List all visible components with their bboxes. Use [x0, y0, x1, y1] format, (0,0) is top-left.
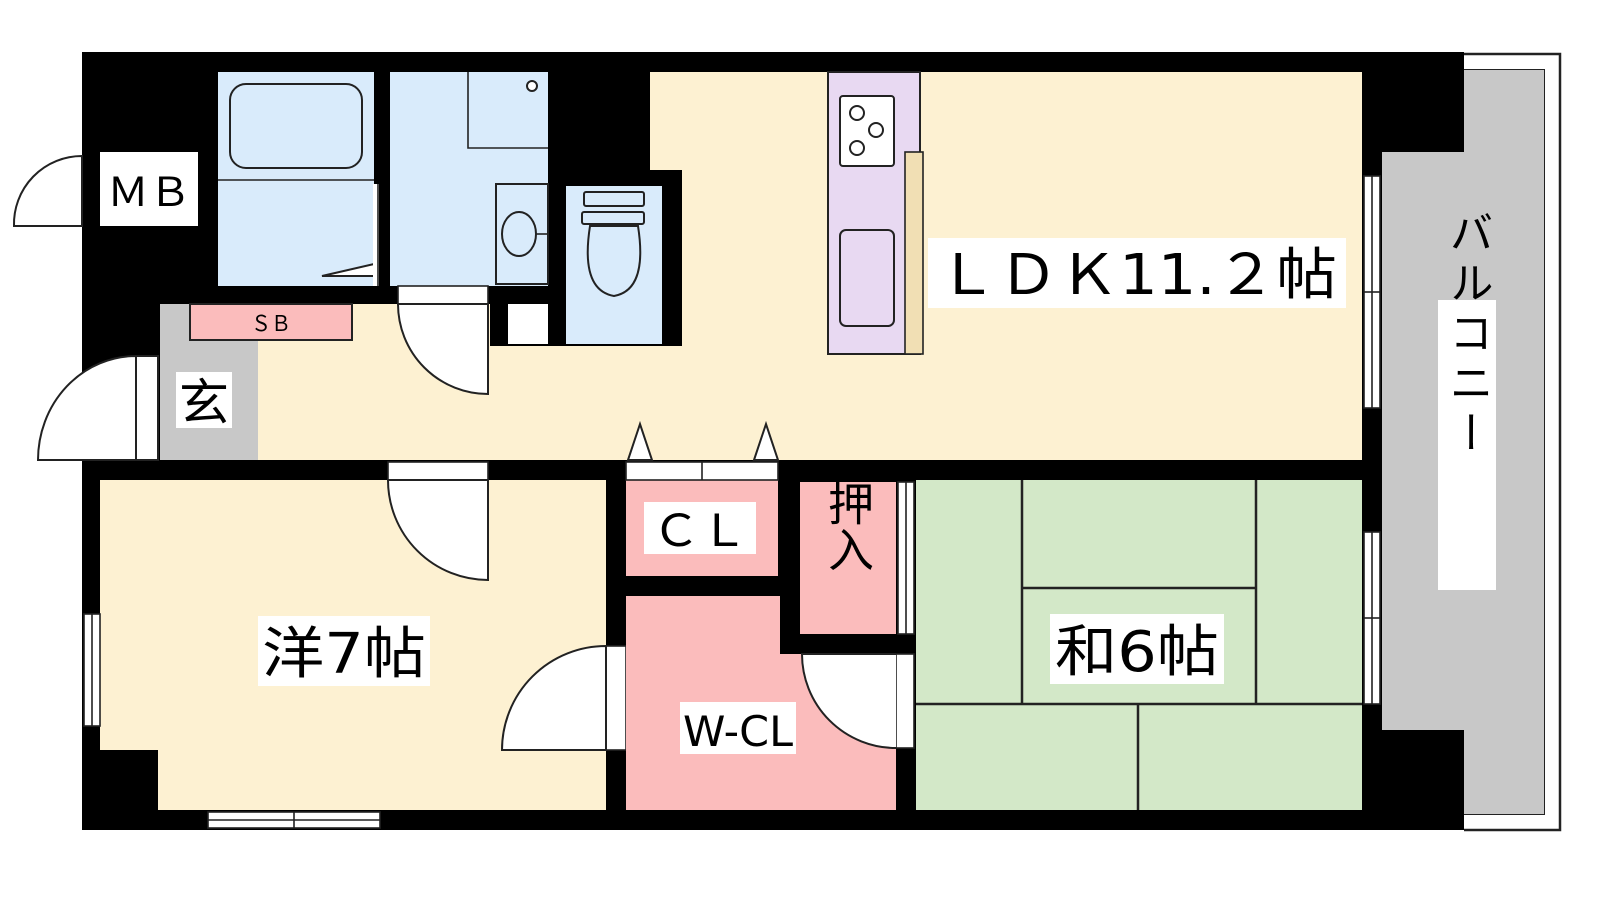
meter-box: ＭＢ [12, 152, 198, 227]
wcl-label: W-CL [683, 707, 794, 756]
kitchen-side-counter [904, 151, 924, 355]
balcony: バルコニー [1382, 52, 1562, 832]
drain-icon [526, 80, 538, 92]
water-area [218, 72, 662, 344]
western-door-icon [386, 479, 489, 582]
meter-box-door-icon [12, 154, 83, 227]
closet-label: ＣＬ [652, 506, 748, 557]
closet: ＣＬ [625, 420, 780, 576]
balcony-label-bg [1438, 300, 1496, 590]
ldk-label-bg [928, 238, 1346, 308]
bathroom-floor [218, 72, 374, 286]
japanese-label: 和6帖 [1055, 620, 1219, 685]
closet-door-icon [626, 420, 654, 461]
wcl-door-icon [500, 644, 607, 751]
burner-icon [849, 105, 865, 121]
western-label: 洋7帖 [262, 622, 426, 687]
washroom-floor [390, 72, 548, 286]
ldk-label: ＬＤＫ11.２帖 [937, 243, 1337, 308]
entrance-label: 玄 [179, 374, 229, 432]
shoe-box-label: ＳＢ [251, 312, 291, 337]
japanese-room: 和6帖 [916, 480, 1362, 810]
closet-door-icon [752, 420, 780, 461]
entrance: ＳＢ 玄 [36, 303, 353, 461]
western-room: 洋7帖 [83, 461, 627, 829]
oshiire-label: 押入 [821, 480, 875, 572]
shoe-box [189, 303, 353, 341]
stove [839, 95, 895, 167]
meter-box-label: ＭＢ [107, 170, 191, 216]
oshiire: 押入 [800, 480, 915, 635]
burner-icon [849, 140, 865, 156]
oshiire-floor [800, 482, 896, 634]
bathtub [229, 83, 363, 169]
sink [839, 229, 895, 327]
toilet-tank [583, 191, 645, 207]
walk-in-closet: W-CL [626, 596, 915, 810]
burner-icon [868, 122, 884, 138]
washroom-door-icon [396, 303, 489, 396]
toilet-icon [586, 225, 642, 298]
entrance-door-icon [36, 354, 137, 461]
toilet-floor [566, 186, 662, 344]
balcony-label: バルコニー [1442, 210, 1493, 460]
